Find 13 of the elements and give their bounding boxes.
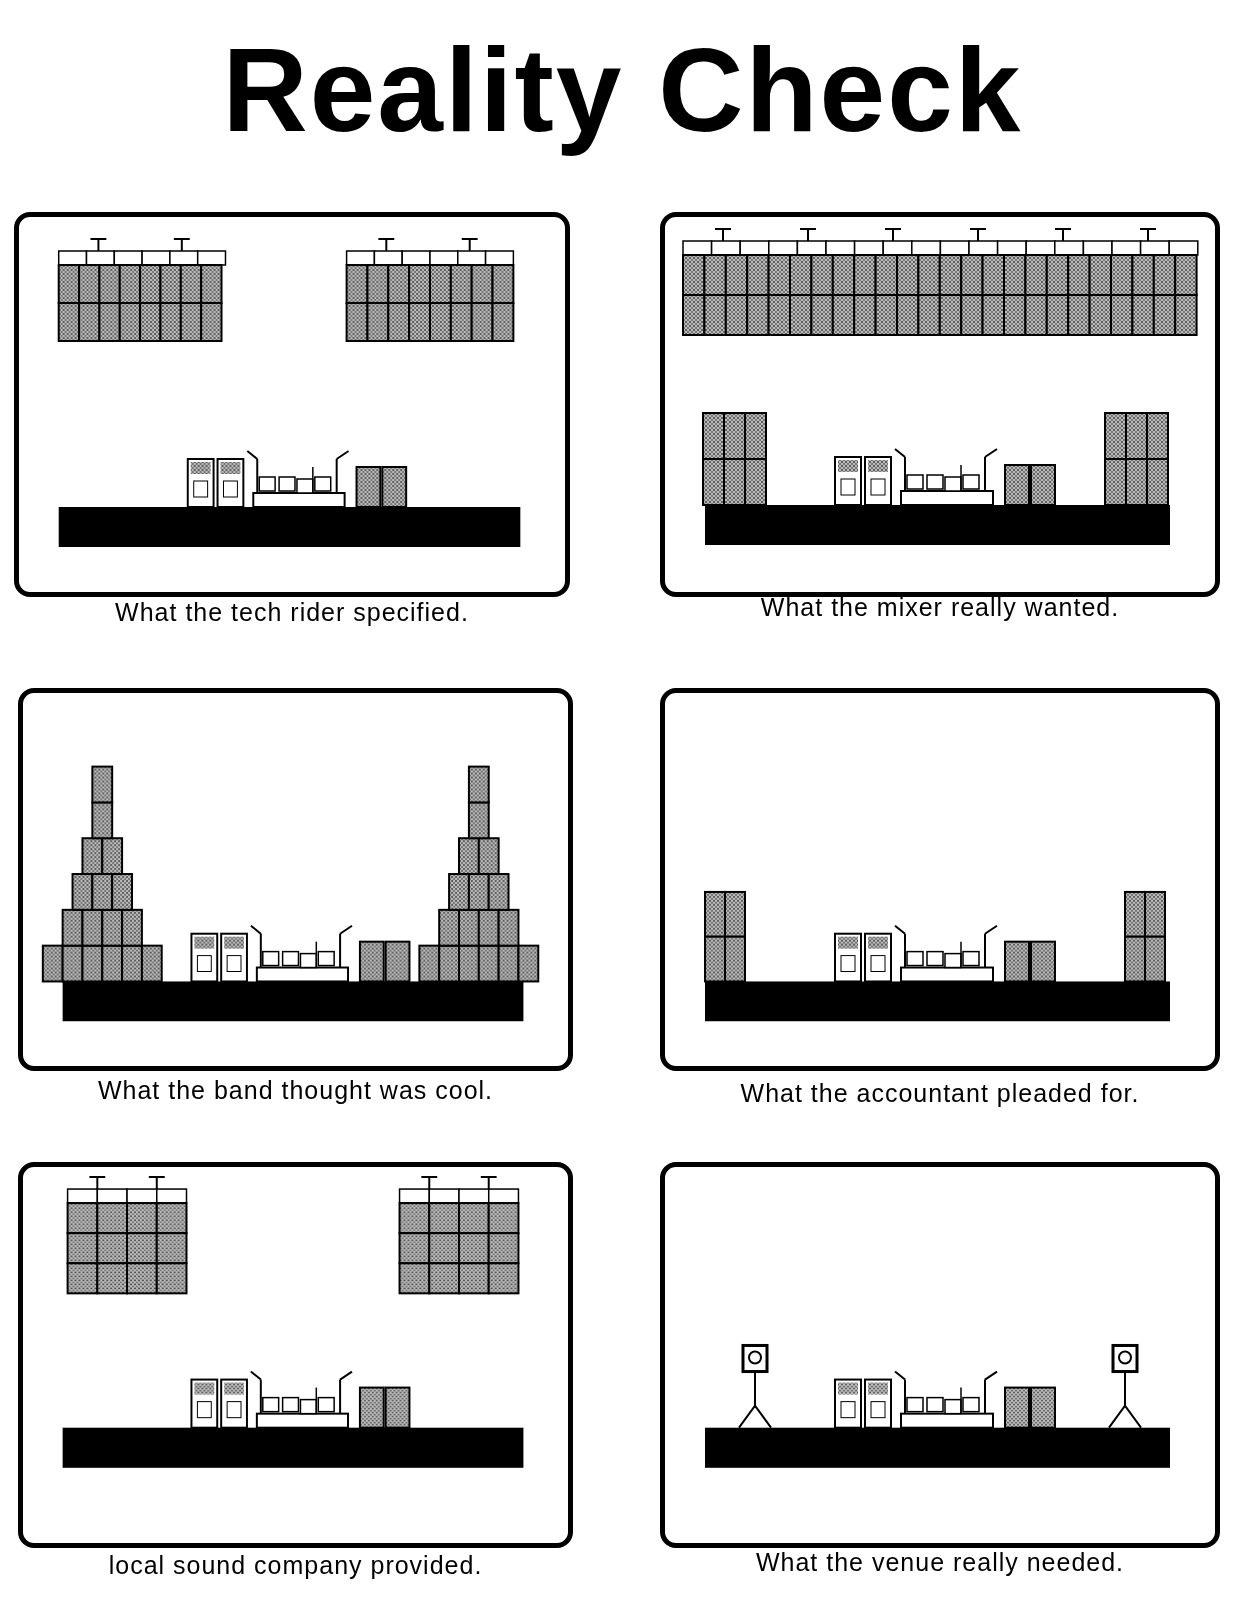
node-label: What the venue really needed. bbox=[754, 1548, 1126, 1577]
panel-frame bbox=[660, 212, 1220, 597]
node-label: What the accountant pleaded for. bbox=[739, 1079, 1141, 1108]
node-label: What the band thought was cool. bbox=[96, 1076, 495, 1105]
node-label: What the tech rider specified. bbox=[114, 598, 470, 627]
panel-frame bbox=[14, 212, 570, 597]
node-label: What the mixer really wanted. bbox=[759, 593, 1121, 622]
panel-frame bbox=[660, 688, 1220, 1071]
panel-frame bbox=[18, 1162, 573, 1548]
panel-frame bbox=[660, 1162, 1220, 1548]
panel-frame bbox=[18, 688, 573, 1071]
title: Reality Check bbox=[221, 23, 1024, 158]
node-label: local sound company provided. bbox=[107, 1551, 484, 1580]
